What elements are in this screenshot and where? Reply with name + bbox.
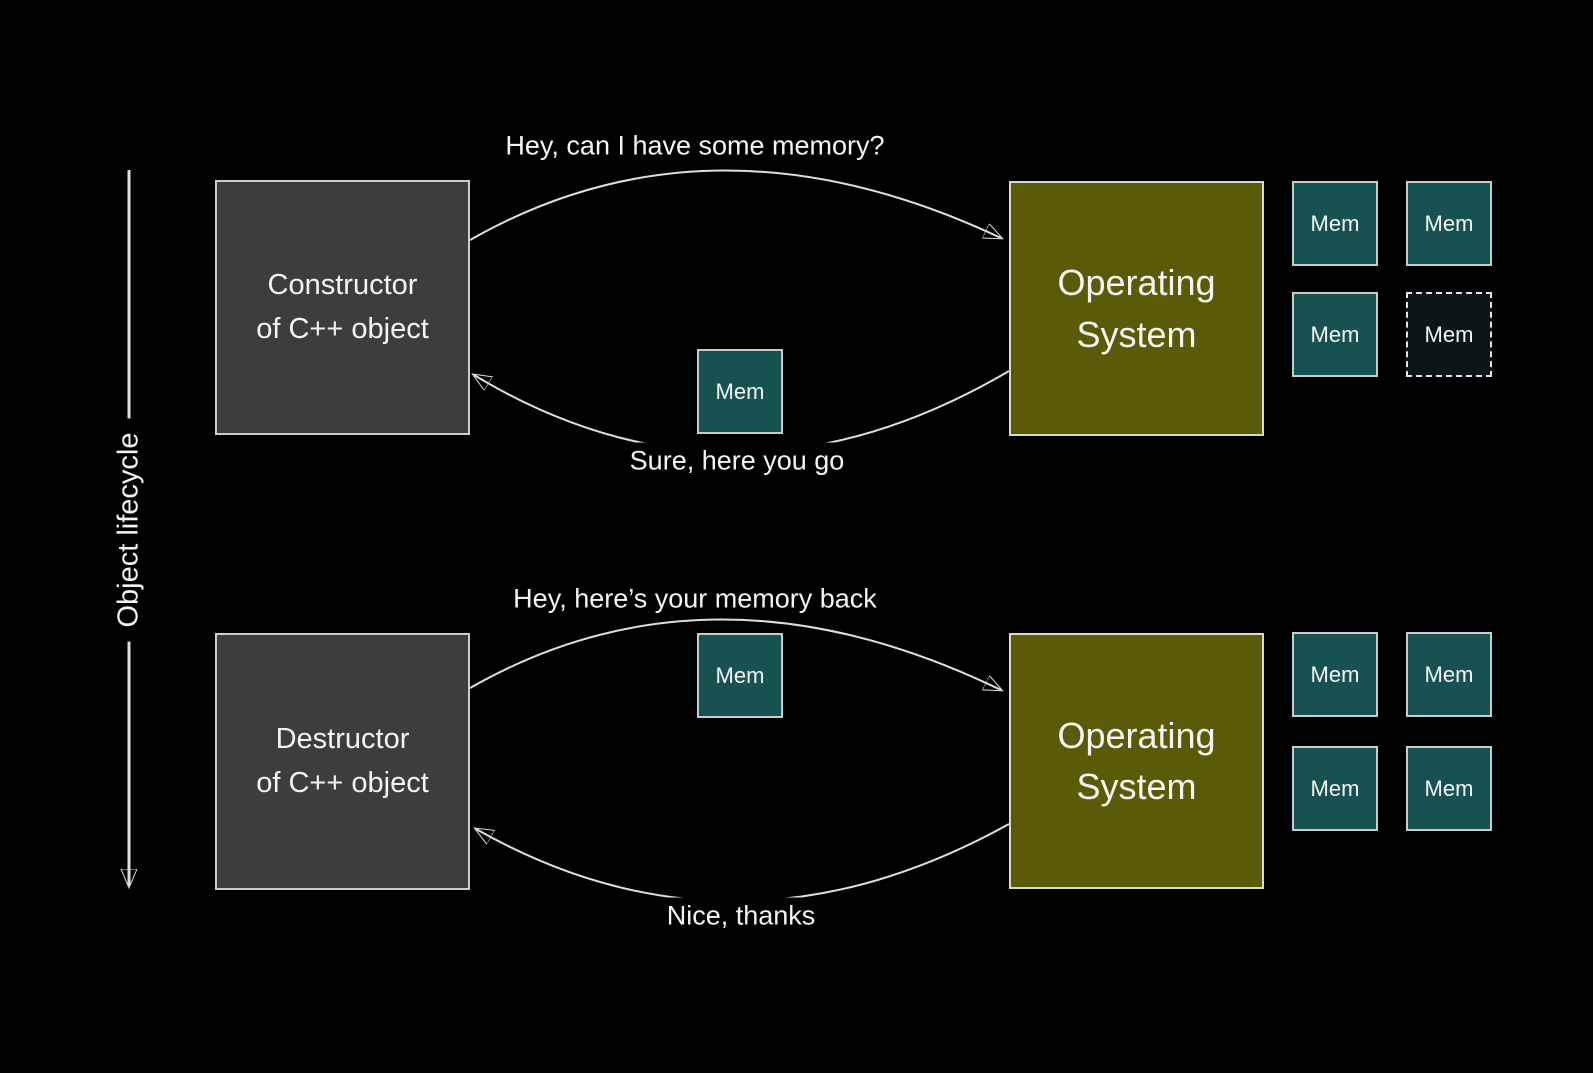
os-mem-pool-box: Mem xyxy=(1406,746,1492,831)
os-mem-pool-box: Mem xyxy=(1406,181,1492,266)
deallocation-request-label: Hey, here’s your memory back xyxy=(501,580,889,618)
os-mem-pool-box: Mem xyxy=(1292,746,1378,831)
destructor-box: Destructor of C++ object xyxy=(215,633,470,890)
os-mem-pool-box-freed: Mem xyxy=(1406,292,1492,377)
allocation-request-label: Hey, can I have some memory? xyxy=(493,127,897,165)
deallocation-transfer-mem-box: Mem xyxy=(697,633,783,718)
allocation-request-arrow xyxy=(469,169,1001,241)
allocation-response-label: Sure, here you go xyxy=(617,442,857,480)
os-mem-pool-box: Mem xyxy=(1292,181,1378,266)
deallocation-request-arrow xyxy=(469,618,1001,690)
constructor-box: Constructor of C++ object xyxy=(215,180,470,435)
os-mem-pool-box: Mem xyxy=(1292,632,1378,717)
operating-system-box-allocation: Operating System xyxy=(1009,181,1264,436)
os-mem-pool-box: Mem xyxy=(1292,292,1378,377)
allocation-transfer-mem-box: Mem xyxy=(697,349,783,434)
lifecycle-axis-label: Object lifecycle xyxy=(106,418,152,642)
operating-system-box-deallocation: Operating System xyxy=(1009,633,1264,889)
deallocation-response-label: Nice, thanks xyxy=(654,897,828,935)
deallocation-response-arrow xyxy=(476,823,1010,903)
os-mem-pool-box: Mem xyxy=(1406,632,1492,717)
